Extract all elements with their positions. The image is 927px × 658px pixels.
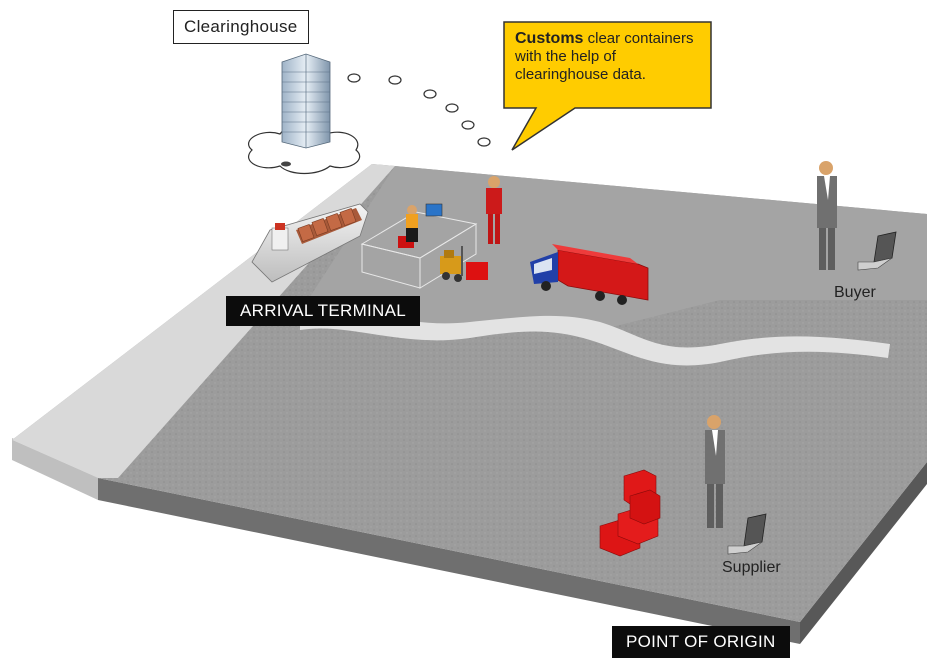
clearinghouse-label: Clearinghouse (173, 10, 309, 44)
river (300, 309, 890, 366)
thought-bubbles (347, 73, 491, 147)
board-base (12, 438, 927, 644)
customs-callout-text: Customs clear containers with the help o… (515, 30, 707, 84)
truck-icon (530, 244, 649, 305)
point-of-origin-label: POINT OF ORIGIN (612, 626, 790, 658)
buyer-label: Buyer (834, 284, 876, 301)
board-surface (12, 164, 927, 622)
customs-callout-bold: Customs (515, 30, 584, 47)
customs-agent-icon (486, 176, 502, 244)
containers-stack-icon (599, 469, 661, 557)
forklift-icon (440, 246, 488, 282)
clearinghouse-building-icon (248, 53, 361, 175)
customs-callout-body: clear containers with the help of cleari… (515, 30, 694, 83)
buyer-laptop-icon (857, 231, 897, 271)
buyer-person-icon (817, 161, 837, 270)
customs-office-icon (360, 211, 478, 289)
supplier-label: Supplier (722, 559, 781, 576)
supplier-person-icon (705, 415, 725, 528)
cargo-ship-icon (251, 203, 369, 283)
arrival-terminal-label: ARRIVAL TERMINAL (226, 296, 421, 326)
customs-officer-icon (398, 203, 443, 248)
customs-callout (503, 21, 712, 151)
supplier-laptop-icon (727, 513, 767, 555)
